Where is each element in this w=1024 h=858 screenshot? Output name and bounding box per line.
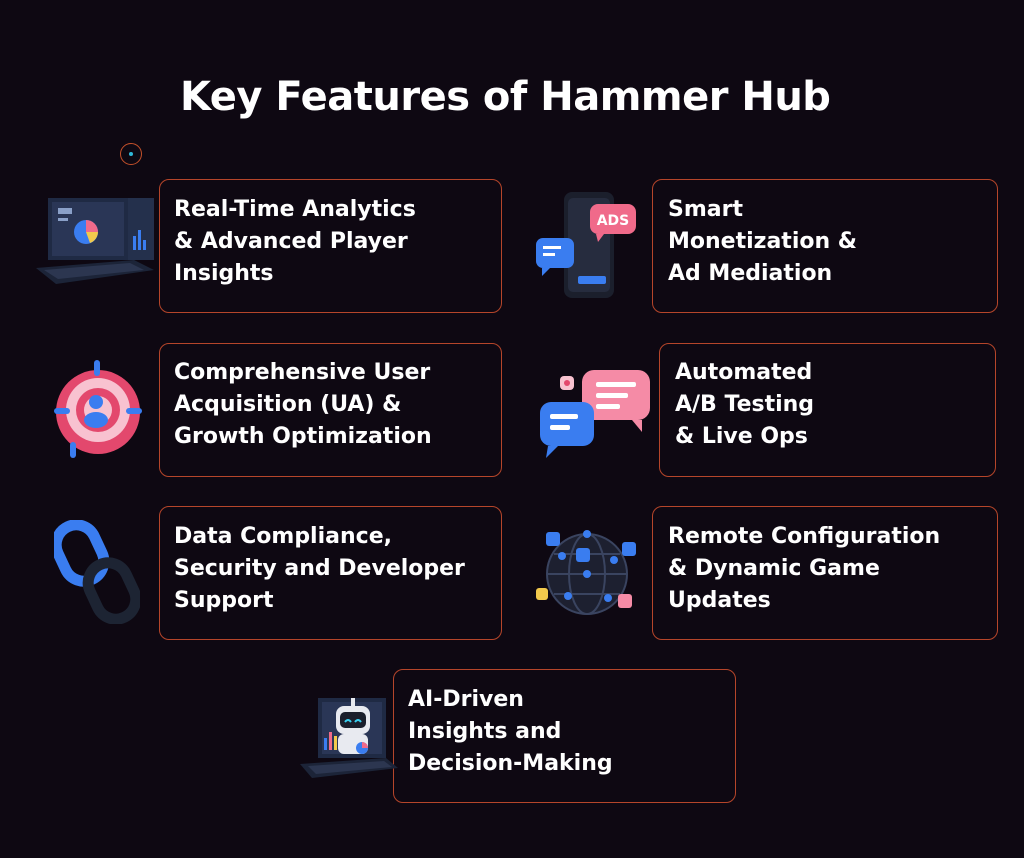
robot-laptop-icon	[298, 692, 398, 784]
laptop-analytics-icon	[34, 190, 158, 290]
chain-link-icon	[54, 520, 140, 624]
feature-card-ab-testing	[659, 343, 996, 477]
globe-network-icon	[532, 524, 642, 620]
decorative-dot-icon	[120, 143, 142, 165]
feature-label-ai-insights: AI-Driven Insights and Decision-Making	[408, 687, 613, 776]
feature-card-compliance	[159, 506, 502, 640]
ads-badge-text: ADS	[597, 213, 630, 229]
feature-card-user-acquisition	[159, 343, 502, 477]
feature-label-user-acquisition: Comprehensive User Acquisition (UA) & Gr…	[174, 360, 432, 449]
page-title: Key Features of Hammer Hub	[180, 74, 831, 120]
target-user-icon	[50, 356, 150, 462]
feature-label-monetization: Smart Monetization & Ad Mediation	[668, 197, 857, 286]
chat-bubbles-icon	[538, 366, 654, 462]
phone-ads-icon: ADS	[534, 190, 646, 302]
feature-label-analytics: Real-Time Analytics & Advanced Player In…	[174, 197, 416, 286]
feature-card-analytics	[159, 179, 502, 313]
feature-card-monetization	[652, 179, 998, 313]
feature-label-ab-testing: Automated A/B Testing & Live Ops	[675, 360, 815, 449]
feature-card-remote-config	[652, 506, 998, 640]
feature-card-ai-insights	[393, 669, 736, 803]
feature-label-remote-config: Remote Configuration & Dynamic Game Upda…	[668, 524, 941, 613]
feature-label-compliance: Data Compliance, Security and Developer …	[174, 524, 465, 613]
